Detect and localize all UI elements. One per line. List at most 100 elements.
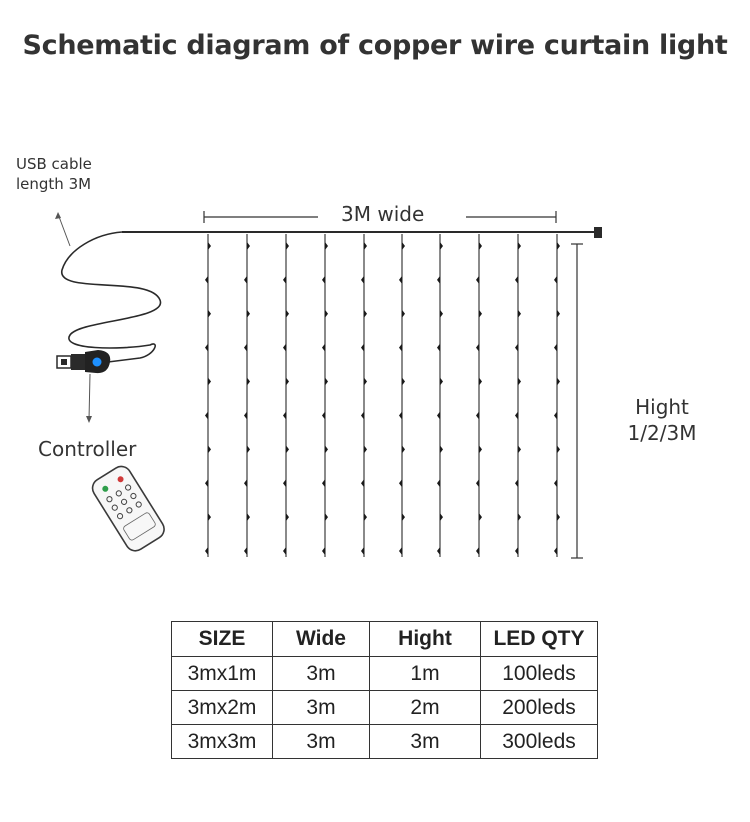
led-bead <box>479 445 482 454</box>
led-bead <box>557 309 560 318</box>
cell-led-qty: 100leds <box>480 656 598 691</box>
led-bead <box>479 242 482 250</box>
led-bead <box>286 309 289 318</box>
end-cap <box>594 227 602 238</box>
usb-label-leader <box>57 213 71 247</box>
led-bead <box>440 377 443 386</box>
cell-hight: 1m <box>369 656 481 691</box>
led-bead <box>286 445 289 454</box>
led-bead <box>476 479 479 488</box>
controller-leader <box>88 373 91 421</box>
usb-cable <box>61 231 161 363</box>
led-bead <box>554 411 557 420</box>
led-bead <box>479 513 482 522</box>
led-bead <box>399 411 402 420</box>
width-dimension <box>203 211 557 223</box>
led-bead <box>557 377 560 386</box>
led-bead <box>286 513 289 522</box>
led-bead <box>286 242 289 250</box>
led-bead <box>437 343 440 352</box>
usb-plug-icon <box>56 350 111 374</box>
led-bead <box>399 479 402 488</box>
led-bead <box>515 275 518 284</box>
led-bead <box>476 343 479 352</box>
led-bead <box>283 411 286 420</box>
led-bead <box>402 309 405 318</box>
led-bead <box>476 275 479 284</box>
led-bead <box>322 343 325 352</box>
led-bead <box>557 242 560 250</box>
led-bead <box>322 275 325 284</box>
led-bead <box>247 445 250 454</box>
led-bead <box>515 479 518 488</box>
cell-hight: 3m <box>369 724 481 759</box>
led-bead <box>518 309 521 318</box>
cell-wide: 3m <box>272 690 370 725</box>
led-bead <box>554 343 557 352</box>
cell-led-qty: 300leds <box>480 724 598 759</box>
led-bead <box>437 411 440 420</box>
page-title: Schematic diagram of copper wire curtain… <box>22 30 728 61</box>
led-bead <box>557 445 560 454</box>
header-led-qty: LED QTY <box>480 621 598 657</box>
curtain-strands <box>205 234 560 557</box>
spec-table: SIZE Wide Hight LED QTY 3mx1m 3m 1m 100l… <box>171 621 598 759</box>
led-bead <box>244 343 247 352</box>
led-bead <box>325 242 328 250</box>
controller-label: Controller <box>38 437 137 461</box>
led-bead <box>364 242 367 250</box>
led-bead <box>518 242 521 250</box>
led-bead <box>322 479 325 488</box>
led-bead <box>208 445 211 454</box>
led-bead <box>361 479 364 488</box>
led-bead <box>244 275 247 284</box>
usb-label-line2: length 3M <box>16 175 92 193</box>
led-bead <box>325 445 328 454</box>
led-bead <box>554 479 557 488</box>
led-bead <box>208 377 211 386</box>
led-bead <box>244 479 247 488</box>
led-bead <box>479 377 482 386</box>
usb-cable-label: USB cable length 3M <box>16 154 92 194</box>
header-wide: Wide <box>272 621 370 657</box>
led-bead <box>286 377 289 386</box>
led-bead <box>205 343 208 352</box>
led-bead <box>437 275 440 284</box>
led-bead <box>205 275 208 284</box>
led-bead <box>399 275 402 284</box>
led-bead <box>476 547 479 555</box>
table-row: 3mx1m 3m 1m 100leds <box>171 656 598 691</box>
led-bead <box>283 479 286 488</box>
led-bead <box>518 445 521 454</box>
led-bead <box>554 547 557 555</box>
led-bead <box>247 377 250 386</box>
arrow-icon <box>55 212 61 219</box>
led-bead <box>402 513 405 522</box>
led-bead <box>361 411 364 420</box>
led-bead <box>399 547 402 555</box>
cell-wide: 3m <box>272 724 370 759</box>
led-bead <box>518 513 521 522</box>
led-bead <box>557 513 560 522</box>
cell-size: 3mx1m <box>171 656 273 691</box>
led-bead <box>402 445 405 454</box>
led-bead <box>247 513 250 522</box>
cell-size: 3mx2m <box>171 690 273 725</box>
led-bead <box>515 343 518 352</box>
led-bead <box>208 242 211 250</box>
led-bead <box>402 377 405 386</box>
led-bead <box>325 309 328 318</box>
led-bead <box>518 377 521 386</box>
led-bead <box>247 309 250 318</box>
led-bead <box>247 242 250 250</box>
table-header-row: SIZE Wide Hight LED QTY <box>171 621 598 657</box>
header-hight: Hight <box>369 621 481 657</box>
cell-hight: 2m <box>369 690 481 725</box>
led-bead <box>325 513 328 522</box>
led-bead <box>205 479 208 488</box>
led-bead <box>322 411 325 420</box>
led-bead <box>515 411 518 420</box>
led-bead <box>361 343 364 352</box>
led-bead <box>361 275 364 284</box>
